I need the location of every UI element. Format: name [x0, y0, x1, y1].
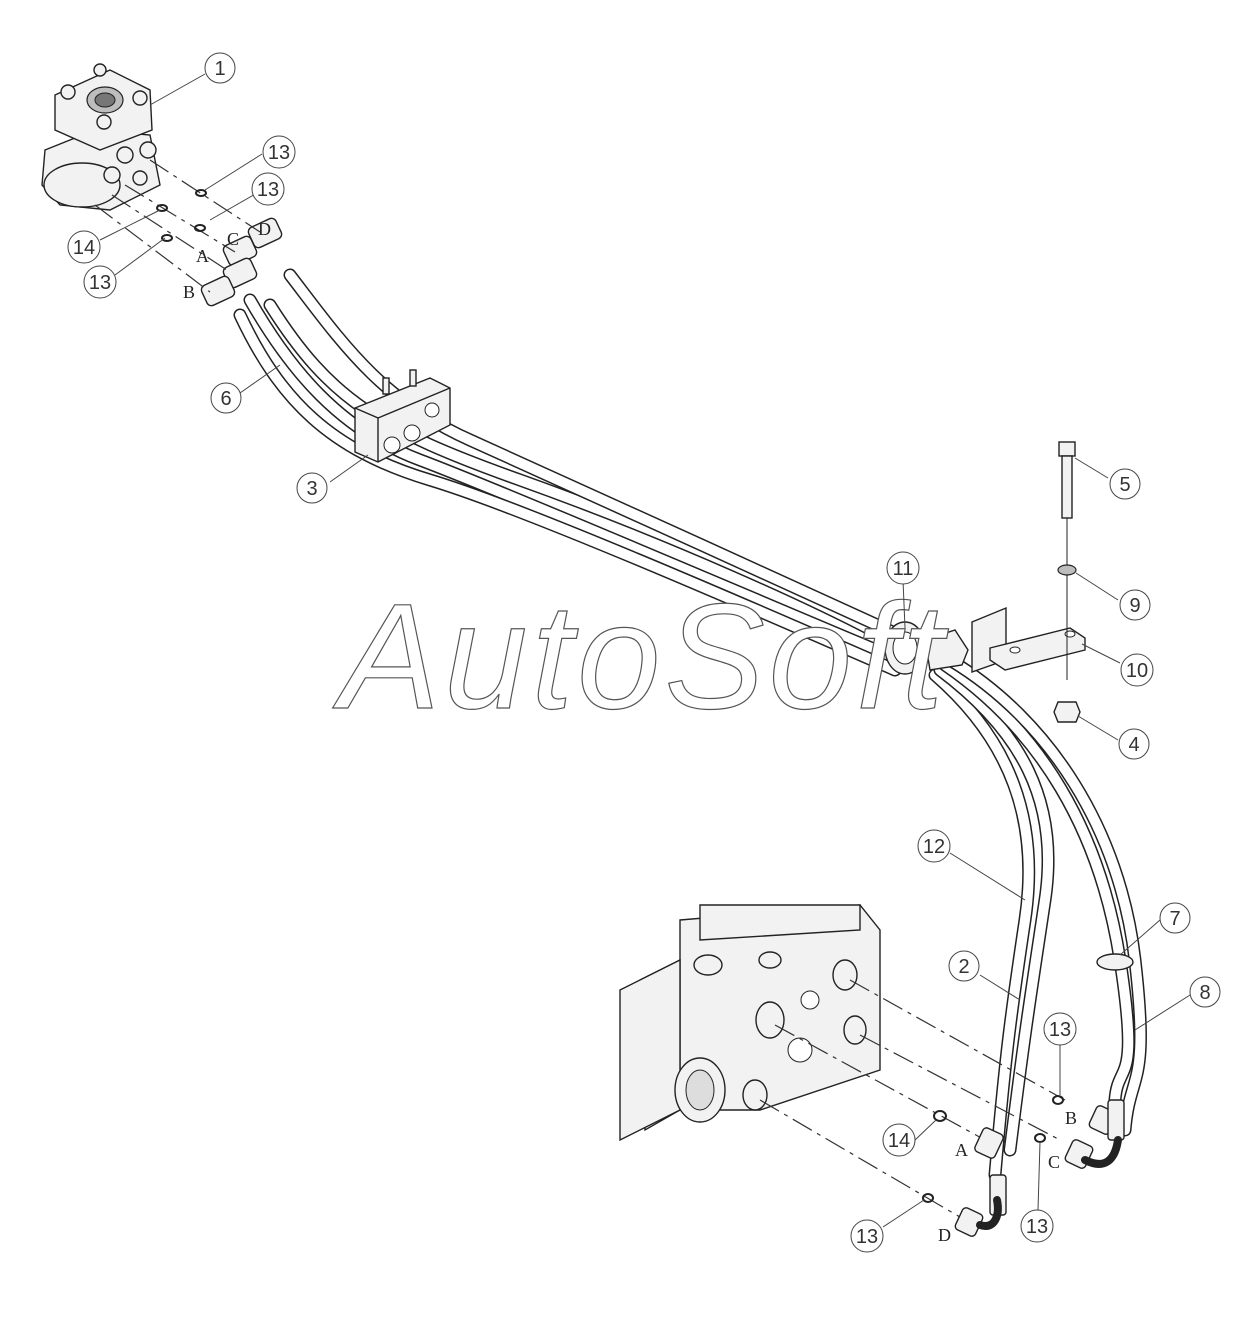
callouts: 1 13 13 14 13 6 3 5 11 9 10 4 12 7 2 8 1…	[67, 52, 1221, 1253]
callout-1: 1	[204, 52, 236, 84]
svg-text:13: 13	[268, 142, 290, 164]
port-label-d-top: D	[258, 219, 271, 239]
callout-10: 10	[1120, 653, 1154, 687]
svg-text:13: 13	[1026, 1216, 1048, 1238]
port-label-b-top: B	[183, 282, 195, 302]
svg-text:9: 9	[1129, 595, 1140, 617]
callout-6: 6	[210, 382, 242, 414]
steering-motor	[41, 63, 161, 211]
svg-text:3: 3	[306, 478, 317, 500]
clamp-7	[1096, 953, 1134, 971]
callout-13: 13	[1020, 1209, 1054, 1243]
nut	[1053, 701, 1081, 723]
svg-text:10: 10	[1126, 660, 1148, 682]
bolt	[1058, 441, 1076, 680]
callout-13: 13	[262, 135, 296, 169]
clamp-11	[884, 621, 969, 675]
svg-text:1: 1	[214, 58, 225, 80]
svg-text:14: 14	[73, 237, 95, 259]
callout-2: 2	[948, 950, 980, 982]
pump-fittings	[954, 1099, 1125, 1237]
svg-text:13: 13	[1049, 1019, 1071, 1041]
callout-9: 9	[1119, 589, 1151, 621]
port-label-d-pump: D	[938, 1225, 951, 1245]
callout-5: 5	[1109, 468, 1141, 500]
port-label-a-pump: A	[955, 1140, 968, 1160]
callout-12: 12	[917, 829, 951, 863]
callout-8: 8	[1189, 976, 1221, 1008]
callout-13: 13	[1043, 1012, 1077, 1046]
mount-bracket	[971, 606, 1086, 673]
watermark-text: AutoSoft	[332, 572, 949, 740]
port-label-a-top: A	[196, 246, 209, 266]
pump-orings	[922, 1095, 1064, 1203]
svg-text:12: 12	[923, 836, 945, 858]
svg-text:7: 7	[1169, 908, 1180, 930]
svg-text:5: 5	[1119, 474, 1130, 496]
callout-3: 3	[296, 472, 328, 504]
callout-14: 14	[67, 230, 101, 264]
port-label-b-pump: B	[1065, 1108, 1077, 1128]
callout-13: 13	[83, 265, 117, 299]
svg-text:2: 2	[958, 956, 969, 978]
svg-text:11: 11	[893, 558, 914, 580]
leader-lines	[99, 73, 1191, 1228]
callout-4: 4	[1118, 728, 1150, 760]
hydraulic-pump	[619, 904, 881, 1142]
hose-bundle	[233, 268, 1147, 1182]
svg-text:13: 13	[257, 179, 279, 201]
svg-text:8: 8	[1199, 982, 1210, 1004]
top-fittings	[200, 217, 283, 307]
svg-text:13: 13	[856, 1226, 878, 1248]
svg-text:6: 6	[220, 388, 231, 410]
svg-text:4: 4	[1128, 734, 1139, 756]
washer	[1057, 564, 1077, 576]
callout-14: 14	[882, 1123, 916, 1157]
top-orings	[156, 189, 207, 242]
port-label-c-top: C	[227, 229, 239, 249]
callout-7: 7	[1159, 902, 1191, 934]
port-labels: D C A B B A C D	[183, 219, 1077, 1245]
callout-11: 11	[886, 551, 920, 585]
svg-text:13: 13	[89, 272, 111, 294]
svg-text:14: 14	[888, 1130, 910, 1152]
hose-clamp-block	[354, 369, 451, 463]
port-label-c-pump: C	[1048, 1152, 1060, 1172]
callout-13: 13	[251, 172, 285, 206]
callout-13: 13	[850, 1219, 884, 1253]
